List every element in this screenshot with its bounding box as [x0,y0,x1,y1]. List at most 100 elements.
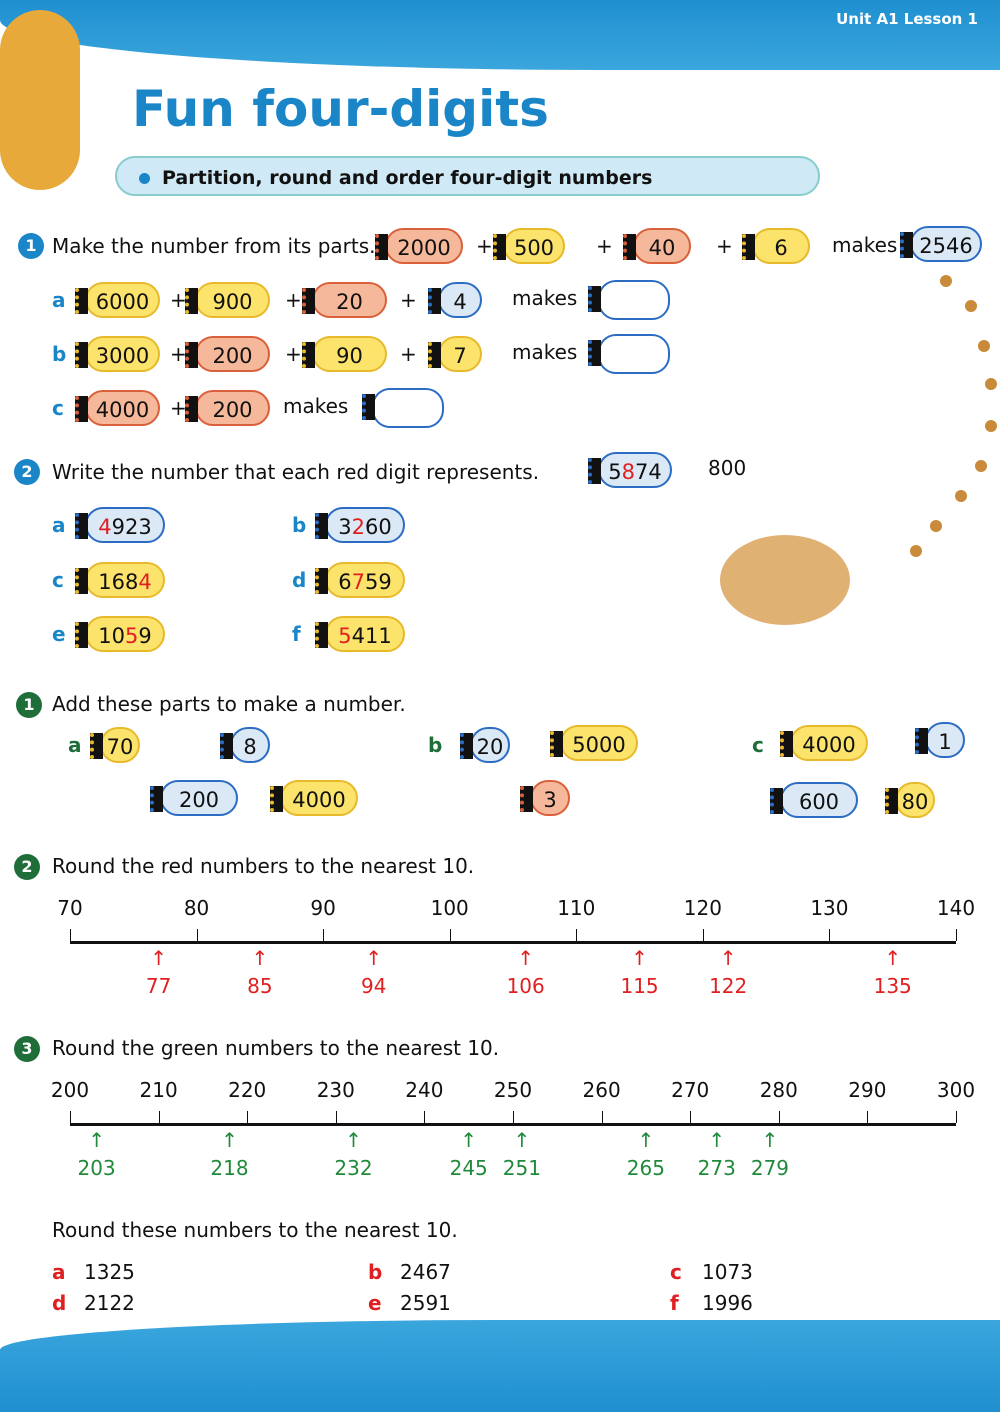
question-number: 2 [14,854,40,880]
plus-sign: + [170,396,187,420]
part-footprint: 80 [885,782,935,818]
tick-label: 80 [183,896,210,920]
point-label: 245 [449,1156,488,1180]
digit: 4 [648,460,662,484]
item-letter: f [292,622,301,646]
makes-label: makes [832,233,898,257]
part-footprint: 3000 [75,336,160,372]
paw-print-icon [940,275,952,287]
answer-area[interactable] [425,511,525,541]
arrow-icon: ↑ [761,1128,779,1152]
item-letter: a [68,733,82,757]
tick-label: 100 [430,896,469,920]
item-letter: b [52,342,67,366]
tick-mark [702,929,704,941]
footer-band [0,1320,1000,1412]
arrow-icon: ↑ [88,1128,105,1152]
tick-mark [70,1111,71,1123]
part-footprint: 1 [915,722,965,758]
point-label: 94 [361,974,387,998]
item-letter: b [292,513,307,537]
answer-area[interactable] [425,566,525,596]
digit: 6 [111,570,125,594]
answer-area[interactable] [185,620,285,650]
digit: 0 [111,624,125,648]
item-letter: c [670,1260,682,1284]
tick-mark [449,929,451,941]
digit: 9 [378,570,392,594]
answer-input[interactable] [588,334,670,374]
tick-label: 220 [228,1078,267,1102]
point-label: 203 [77,1156,116,1180]
part-footprint: 6000 [75,282,160,318]
item-letter: c [752,733,764,757]
question-text: Add these parts to make a number. [52,692,406,716]
part-footprint: 40 [623,228,691,264]
part-footprint: 4000 [75,390,160,426]
part-footprint: 500 [493,228,565,264]
answer-input[interactable] [588,280,670,320]
digit: 9 [111,515,125,539]
digit: 3 [138,515,152,539]
tick-mark [867,1111,869,1123]
answer-footprint: 2546 [900,226,982,262]
item-letter: d [52,1291,67,1315]
arrow-icon: ↑ [513,1128,531,1152]
plus-sign: + [716,234,733,258]
item-letter: e [52,622,66,646]
point-label: 106 [506,974,545,998]
digit: 2 [125,515,139,539]
tick-mark [513,1111,514,1123]
tick-mark [829,929,831,941]
answer-area[interactable] [425,620,525,650]
paw-print-icon [930,520,942,532]
plus-sign: + [400,342,417,366]
digit: 6 [338,570,352,594]
red-digit: 7 [351,570,365,594]
makes-label: makes [512,340,578,364]
tick-label: 120 [683,896,722,920]
paw-print-icon [978,340,990,352]
tick-label: 280 [759,1078,798,1102]
tick-mark [424,1111,426,1123]
number-footprint: 3260 [315,507,405,543]
tick-label: 230 [316,1078,355,1102]
part-footprint: 7 [428,336,482,372]
tick-mark [196,929,198,941]
part-footprint: 20 [302,282,387,318]
paw-print-icon [985,378,997,390]
paw-print-icon [955,490,967,502]
unit-label: Unit A1 Lesson 1 [836,10,978,28]
digit: 8 [125,570,139,594]
arrow-icon: ↑ [884,946,902,970]
bullet-icon [139,173,150,184]
item-letter: e [368,1291,382,1315]
number-footprint: 4923 [75,507,165,543]
digit: 5 [365,570,379,594]
makes-label: makes [283,394,349,418]
part-footprint: 5000 [550,725,638,761]
digit: 6 [365,515,379,539]
arrow-icon: ↑ [637,1128,655,1152]
arrow-icon: ↑ [221,1128,238,1152]
tick-mark [158,1111,160,1123]
tick-label: 270 [671,1078,710,1102]
part-footprint: 200 [150,780,238,816]
answer-input[interactable] [362,388,444,428]
item-letter: a [52,1260,66,1284]
paw-print-icon [985,420,997,432]
answer-area[interactable] [185,511,285,541]
tick-mark [323,929,325,941]
question-number: 3 [14,1036,40,1062]
number-value: 1996 [702,1291,753,1315]
answer-area[interactable] [185,566,285,596]
tick-label: 140 [936,896,976,920]
tick-label: 260 [582,1078,621,1102]
plus-sign: + [170,288,187,312]
number-footprint: 1059 [75,616,165,652]
number-footprint: 6759 [315,562,405,598]
digit: 9 [138,624,152,648]
tick-label: 210 [139,1078,178,1102]
number-value: 2467 [400,1260,451,1284]
